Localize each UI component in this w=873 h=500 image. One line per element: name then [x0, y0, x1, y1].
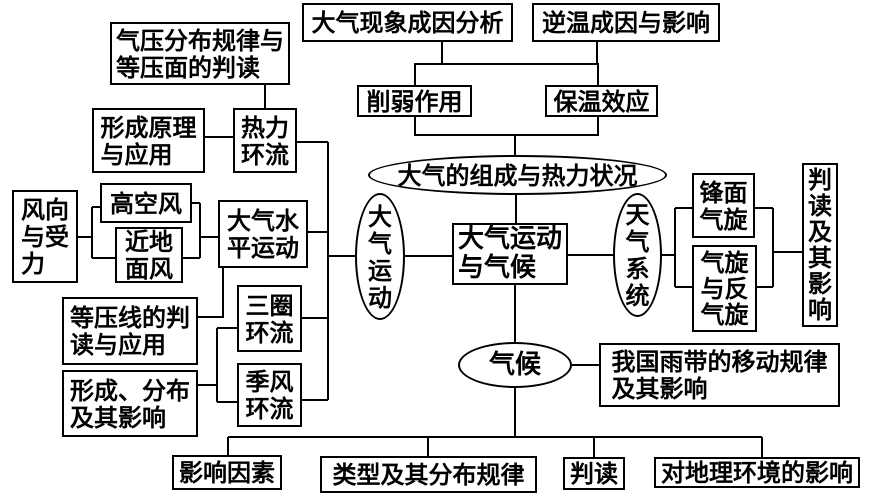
node-thermal-circulation: 热力 环流 [233, 108, 297, 173]
node-label: 大气现象成因分析 [311, 8, 504, 37]
node-label: 气候 [488, 349, 541, 380]
hub-climate: 气候 [458, 342, 572, 388]
node-label: 气旋 与反 气旋 [700, 247, 749, 329]
node-label: 影响因素 [179, 458, 275, 487]
node-atmospheric-motion-and-climate: 大气运动 与气候 [452, 223, 568, 285]
node-label: 判读 [570, 459, 618, 488]
node-label: 三圈 环流 [245, 290, 294, 347]
node-label: 逆温成因与影响 [542, 8, 710, 37]
node-rain-belt-movement: 我国雨带的移动规律 及其影响 [599, 343, 840, 407]
node-label: 判 读 及 其 影 响 [808, 165, 832, 324]
node-label: 保温效应 [553, 86, 650, 116]
node-types-distribution-pattern: 类型及其分布规律 [320, 456, 537, 493]
node-atmospheric-phenomenon-analysis: 大气现象成因分析 [302, 3, 513, 42]
node-upper-air-wind: 高空风 [100, 183, 192, 223]
node-temperature-inversion: 逆温成因与影响 [532, 3, 720, 42]
node-label: 削弱作用 [366, 86, 463, 116]
node-isobar-interpretation: 等压线的判 读与应用 [62, 297, 198, 365]
hub-composition-thermal-state: 大气的组成与热力状况 [368, 155, 667, 195]
node-horizontal-atmospheric-motion: 大气水 平运动 [218, 200, 308, 268]
node-label: 大气的组成与热力状况 [397, 160, 638, 190]
node-label: 高空风 [110, 188, 182, 218]
node-influencing-factors: 影响因素 [172, 455, 282, 490]
node-label: 锋面 气旋 [699, 177, 748, 234]
node-label: 形成、分布 及其影响 [70, 375, 190, 432]
node-cyclone-anticyclone: 气旋 与反 气旋 [692, 245, 757, 332]
node-wind-direction-force: 风向 与受 力 [12, 190, 78, 283]
node-label: 大气水 平运动 [227, 206, 299, 262]
node-three-cell-circulation: 三圈 环流 [237, 285, 302, 352]
hub-atmospheric-motion: 大 气 运 动 [355, 193, 405, 320]
node-insulation-effect: 保温效应 [545, 85, 658, 117]
node-formation-distribution-influence: 形成、分布 及其影响 [62, 370, 198, 437]
node-label: 等压线的判 读与应用 [70, 303, 190, 359]
node-label: 大气运动 与气候 [457, 224, 562, 283]
hub-weather-system: 天 气 系 统 [613, 193, 662, 317]
node-label: 形成原理 与应用 [100, 112, 197, 169]
node-pressure-distribution-pattern: 气压分布规律与 等压面的判读 [110, 22, 290, 85]
node-label: 风向 与受 力 [21, 195, 69, 278]
node-label: 季风 环流 [245, 367, 294, 423]
node-label: 类型及其分布规律 [332, 460, 525, 489]
node-label: 天 气 系 统 [625, 200, 650, 310]
node-label: 对地理环境的影响 [661, 458, 853, 487]
node-label: 近地 面风 [125, 227, 173, 283]
node-interpretation-and-influence: 判 读 及 其 影 响 [802, 163, 838, 327]
node-label: 气压分布规律与 等压面的判读 [116, 25, 284, 82]
node-monsoon-circulation: 季风 环流 [237, 363, 302, 427]
node-frontal-cyclone: 锋面 气旋 [692, 173, 755, 238]
node-interpretation: 判读 [563, 457, 625, 490]
node-label: 我国雨带的移动规律 及其影响 [611, 347, 828, 403]
node-label: 大 气 运 动 [368, 201, 392, 312]
node-geographic-environment-influence: 对地理环境的影响 [654, 457, 860, 488]
node-label: 热力 环流 [241, 112, 289, 169]
node-weakening-effect: 削弱作用 [357, 85, 472, 117]
node-formation-principle: 形成原理 与应用 [92, 108, 205, 173]
node-near-surface-wind: 近地 面风 [115, 227, 183, 283]
